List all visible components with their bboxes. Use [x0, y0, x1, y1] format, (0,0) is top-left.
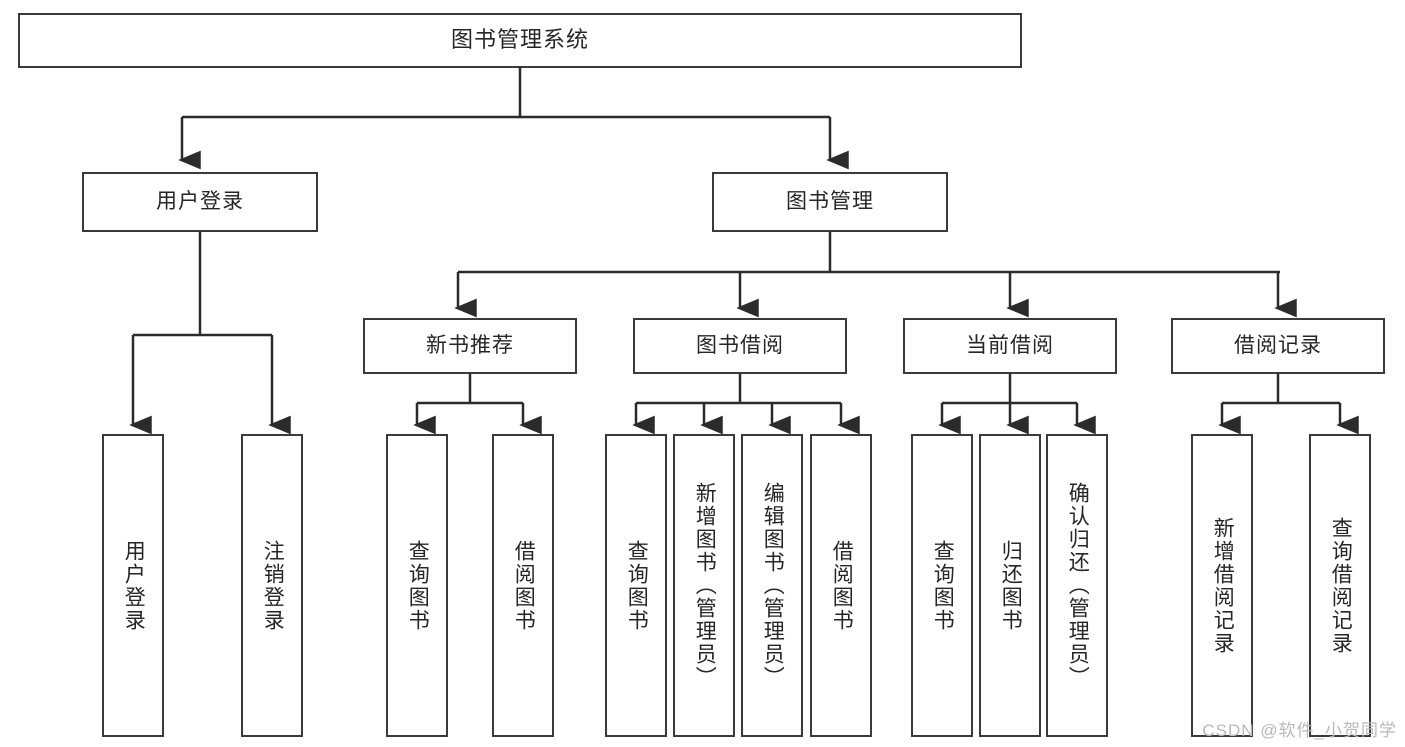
- leaf-return-book-label: 归还图书: [999, 539, 1023, 632]
- leaf-borrow-book-recommend[interactable]: 借阅图书: [492, 434, 554, 737]
- leaf-add-borrow-record-label: 新增借阅记录: [1211, 516, 1235, 655]
- leaf-query-borrow-record-label: 查询借阅记录: [1329, 516, 1353, 655]
- leaf-confirm-return-admin[interactable]: 确认归还（管理员）: [1046, 434, 1108, 737]
- leaf-borrow-book[interactable]: 借阅图书: [810, 434, 872, 737]
- node-book-borrow[interactable]: 图书借阅: [633, 318, 847, 374]
- leaf-edit-book-admin-label: 编辑图书（管理员）: [761, 482, 785, 689]
- node-new-book-recommend[interactable]: 新书推荐: [363, 318, 577, 374]
- leaf-query-book-borrow[interactable]: 查询图书: [605, 434, 667, 737]
- leaf-edit-book-admin[interactable]: 编辑图书（管理员）: [741, 434, 803, 737]
- node-root-label: 图书管理系统: [450, 27, 589, 53]
- leaf-borrow-book-recommend-label: 借阅图书: [512, 539, 536, 632]
- leaf-confirm-return-admin-label: 确认归还（管理员）: [1066, 482, 1090, 689]
- node-current-borrow-label: 当前借阅: [966, 334, 1054, 358]
- leaf-logout[interactable]: 注销登录: [241, 434, 303, 737]
- leaf-query-book-current[interactable]: 查询图书: [911, 434, 973, 737]
- leaf-query-book-recommend-label: 查询图书: [406, 539, 430, 632]
- node-book-management-label: 图书管理: [786, 190, 874, 214]
- leaf-query-borrow-record[interactable]: 查询借阅记录: [1309, 434, 1371, 737]
- node-user-login-label: 用户登录: [156, 190, 244, 214]
- leaf-add-book-admin-label: 新增图书（管理员）: [693, 482, 717, 689]
- node-book-borrow-label: 图书借阅: [696, 334, 784, 358]
- leaf-logout-label: 注销登录: [261, 539, 285, 632]
- leaf-user-login[interactable]: 用户登录: [102, 434, 164, 737]
- leaf-query-book-recommend[interactable]: 查询图书: [386, 434, 448, 737]
- leaf-return-book[interactable]: 归还图书: [979, 434, 1041, 737]
- node-current-borrow[interactable]: 当前借阅: [903, 318, 1117, 374]
- node-book-management[interactable]: 图书管理: [712, 172, 948, 232]
- node-root[interactable]: 图书管理系统: [18, 13, 1022, 68]
- leaf-add-book-admin[interactable]: 新增图书（管理员）: [673, 434, 735, 737]
- watermark: CSDN @软件_小贺同学: [1202, 721, 1397, 740]
- node-borrow-record-label: 借阅记录: [1234, 334, 1322, 358]
- leaf-borrow-book-label: 借阅图书: [830, 539, 854, 632]
- leaf-user-login-label: 用户登录: [122, 539, 146, 632]
- leaf-query-book-borrow-label: 查询图书: [625, 539, 649, 632]
- node-new-book-recommend-label: 新书推荐: [426, 334, 514, 358]
- leaf-query-book-current-label: 查询图书: [931, 539, 955, 632]
- leaf-add-borrow-record[interactable]: 新增借阅记录: [1191, 434, 1253, 737]
- node-user-login[interactable]: 用户登录: [82, 172, 318, 232]
- node-borrow-record[interactable]: 借阅记录: [1171, 318, 1385, 374]
